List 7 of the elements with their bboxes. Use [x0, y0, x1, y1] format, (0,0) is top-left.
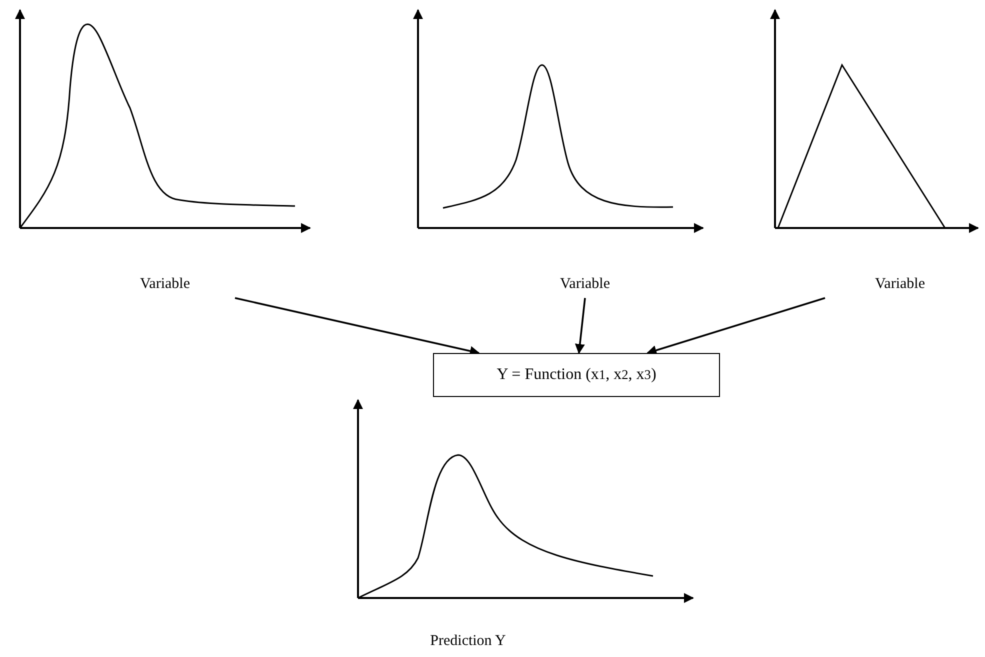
arrow — [646, 297, 826, 356]
plot-caption: Variable — [140, 276, 190, 293]
arrow — [234, 297, 480, 356]
arrow — [574, 298, 586, 354]
plot-caption: Variable — [560, 276, 610, 293]
plot-caption: Variable — [875, 276, 925, 293]
plot-caption: Prediction Y — [430, 633, 506, 650]
